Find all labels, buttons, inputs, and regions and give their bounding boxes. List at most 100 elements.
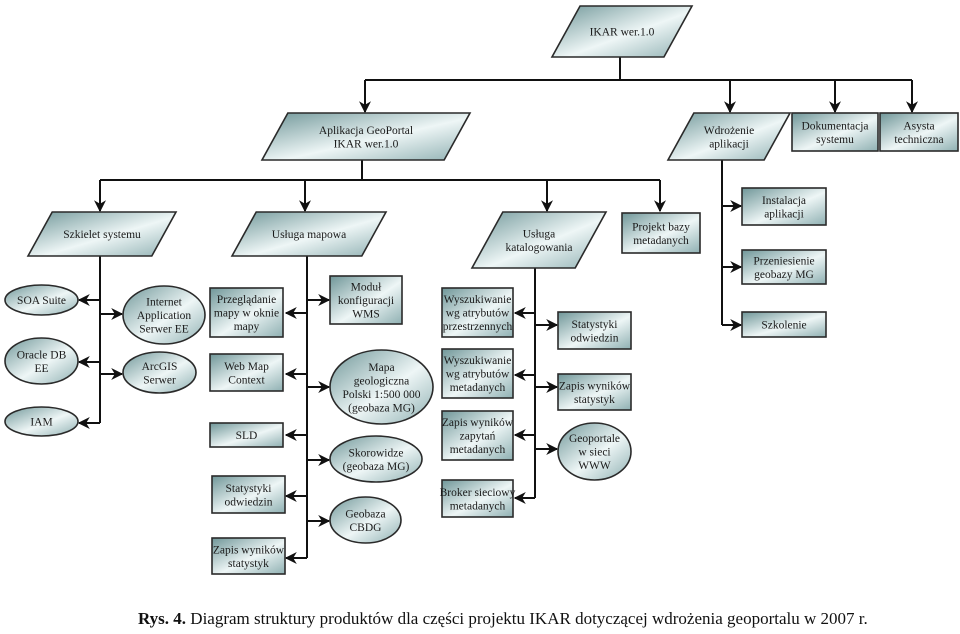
- caption-text: Diagram struktury produktów dla części p…: [190, 609, 868, 628]
- node-label-line: SLD: [236, 430, 258, 442]
- node-sld: SLD: [209, 422, 284, 448]
- node-projekt: Projekt bazy metadanych: [621, 212, 701, 254]
- node-label: Skorowidze (geobaza MG): [343, 447, 410, 473]
- ellipse-shape: [4, 337, 79, 385]
- node-label-line: zapytań: [460, 431, 496, 443]
- box-shape: [211, 475, 286, 514]
- node-skorowidze: Skorowidze (geobaza MG): [329, 435, 423, 483]
- parallelogram-shape: [550, 5, 694, 58]
- node-label-line: Projekt bazy: [632, 221, 690, 233]
- node-label-line: Skorowidze: [349, 447, 404, 459]
- node-label: IAM: [30, 417, 52, 429]
- node-label-line: (geobaza MG): [348, 402, 415, 414]
- box-shape: [441, 287, 514, 338]
- node-label-line: metadanych: [450, 444, 506, 456]
- node-label-line: IKAR wer.1.0: [334, 138, 399, 150]
- node-dokumentacja: Dokumentacja systemu: [791, 112, 879, 152]
- node-label: SLD: [236, 430, 258, 442]
- figure-caption: Rys. 4. Diagram struktury produktów dla …: [138, 609, 868, 629]
- parallelogram-shape: [666, 112, 792, 161]
- node-label-line: konfiguracji: [338, 295, 394, 307]
- node-label-line: Geoportale: [569, 433, 620, 445]
- node-soa: SOA Suite: [4, 284, 79, 316]
- node-label-line: Zapis wyników: [213, 544, 285, 556]
- node-label-line: Serwer EE: [139, 324, 189, 336]
- box-shape: [441, 348, 514, 399]
- box-shape: [209, 353, 284, 392]
- node-label-line: Aplikacja GeoPortal: [319, 125, 413, 137]
- ellipse-shape: [4, 284, 79, 316]
- node-label-line: Przeglądanie: [217, 294, 276, 306]
- node-label-line: (geobaza MG): [343, 461, 410, 473]
- parallelogram-shape: [470, 211, 608, 269]
- node-label-line: IKAR wer.1.0: [590, 27, 655, 39]
- node-label: Usługa mapowa: [272, 229, 346, 241]
- node-label-line: statystyk: [228, 558, 269, 570]
- node-label-line: WWW: [578, 460, 611, 472]
- node-label-line: Wyszukiwanie: [444, 355, 512, 367]
- box-shape: [557, 373, 632, 411]
- box-shape: [209, 422, 284, 448]
- ellipse-shape: [329, 496, 402, 544]
- connectors: [77, 57, 918, 564]
- node-szkielet: Szkielet systemu: [26, 211, 178, 257]
- node-label-line: mapy w oknie: [214, 308, 279, 320]
- node-label: Zapis wyników statystyk: [213, 544, 285, 570]
- node-label-line: odwiedzin: [571, 332, 619, 344]
- node-oracle: Oracle DB EE: [4, 337, 79, 385]
- node-label-line: statystyk: [574, 394, 615, 406]
- node-label-line: wg atrybutów: [446, 369, 510, 381]
- parallelogram-shape: [26, 211, 178, 257]
- node-label-line: Asysta: [903, 120, 934, 132]
- node-label-line: IAM: [30, 417, 52, 429]
- node-label-line: metadanych: [633, 235, 689, 247]
- node-label-line: geologiczna: [354, 375, 410, 387]
- node-label-line: EE: [34, 363, 48, 375]
- node-label-line: geobazy MG: [754, 269, 814, 281]
- node-label-line: Szkolenie: [761, 320, 806, 332]
- node-label-line: Wdrożenie: [704, 125, 754, 137]
- node-label-line: systemu: [816, 134, 854, 146]
- node-label-line: Usługa: [523, 228, 556, 240]
- node-mapowa: Usługa mapowa: [230, 211, 388, 257]
- node-label-line: Oracle DB: [17, 349, 67, 361]
- box-shape: [741, 187, 827, 226]
- node-label: SOA Suite: [17, 295, 66, 307]
- box-shape: [557, 311, 632, 350]
- box-shape: [621, 212, 701, 254]
- box-shape: [741, 311, 827, 338]
- node-label-line: Dokumentacja: [801, 120, 868, 132]
- node-label-line: aplikacji: [709, 138, 749, 150]
- node-label-line: Geobaza: [345, 508, 385, 520]
- node-label-line: odwiedzin: [225, 496, 273, 508]
- node-label-line: Web Map: [224, 361, 269, 373]
- caption-label: Rys. 4.: [138, 609, 187, 628]
